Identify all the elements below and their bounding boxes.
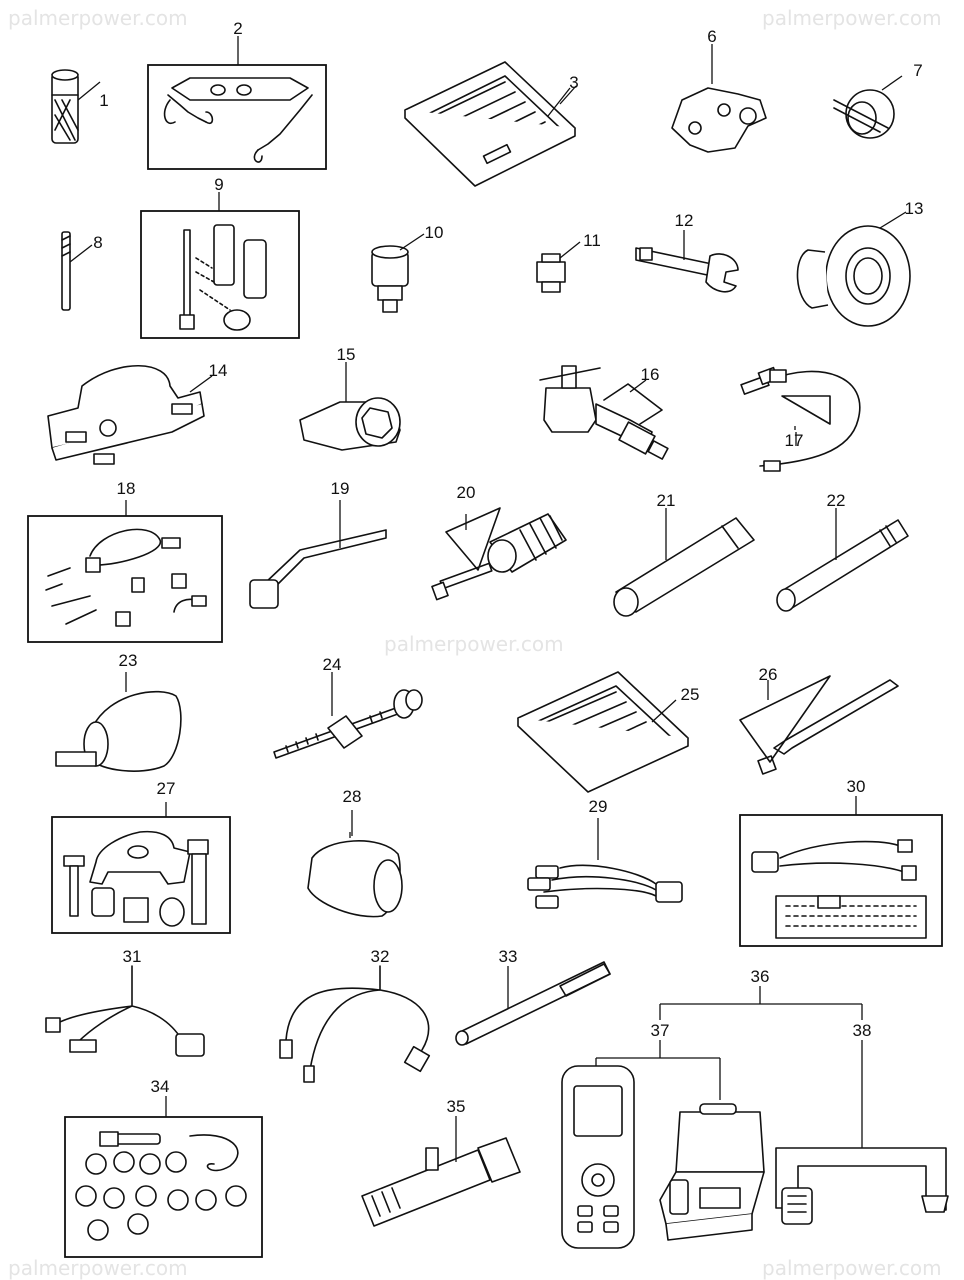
label-8: 8 bbox=[93, 233, 103, 252]
box-2 bbox=[147, 64, 327, 170]
label-24: 24 bbox=[322, 655, 342, 674]
tool-18 bbox=[45, 528, 207, 627]
label-28: 28 bbox=[342, 787, 362, 806]
tool-8 bbox=[61, 231, 93, 311]
watermark-bottom-left: palmerpower.com bbox=[8, 1256, 188, 1280]
tool-30 bbox=[751, 796, 927, 939]
tool-9 bbox=[179, 192, 267, 331]
tool-34 bbox=[75, 1131, 247, 1241]
tool-3 bbox=[404, 61, 576, 187]
tool-21 bbox=[613, 508, 755, 617]
label-32: 32 bbox=[370, 947, 390, 966]
box-18 bbox=[27, 515, 223, 643]
lead-3 bbox=[559, 85, 577, 105]
label-31: 31 bbox=[122, 947, 142, 966]
label-11: 11 bbox=[583, 231, 601, 250]
label-23: 23 bbox=[118, 651, 138, 670]
label-34: 34 bbox=[150, 1077, 170, 1096]
label-12: 12 bbox=[674, 211, 694, 230]
tool-1 bbox=[51, 69, 101, 144]
tool-29 bbox=[527, 818, 683, 909]
tool-28 bbox=[307, 810, 403, 918]
label-10: 10 bbox=[424, 223, 444, 242]
watermark-bottom-right: palmerpower.com bbox=[762, 1256, 942, 1280]
label-29: 29 bbox=[588, 797, 608, 816]
tool-37-case bbox=[659, 1103, 765, 1241]
tool-16 bbox=[539, 365, 669, 460]
label-1: 1 bbox=[99, 91, 109, 110]
tool-31 bbox=[45, 965, 205, 1057]
tool-19 bbox=[249, 500, 387, 609]
tool-23 bbox=[55, 672, 182, 772]
tool-32 bbox=[279, 965, 431, 1083]
tool-17 bbox=[740, 366, 861, 472]
label-14: 14 bbox=[208, 361, 228, 380]
tool-11 bbox=[536, 241, 581, 293]
box-27 bbox=[51, 816, 231, 934]
label-3: 3 bbox=[569, 73, 579, 92]
label-17: 17 bbox=[784, 431, 804, 450]
label-21: 21 bbox=[656, 491, 676, 510]
watermark-top-left: palmerpower.com bbox=[8, 6, 188, 30]
tool-24 bbox=[273, 672, 423, 759]
label-16: 16 bbox=[640, 365, 660, 384]
label-2: 2 bbox=[233, 19, 243, 38]
box-34 bbox=[64, 1116, 263, 1258]
tool-38 bbox=[775, 1147, 949, 1225]
tool-6 bbox=[671, 44, 767, 153]
label-35: 35 bbox=[446, 1097, 466, 1116]
label-7: 7 bbox=[913, 61, 923, 80]
tool-37-handset bbox=[561, 1065, 635, 1249]
tool-13 bbox=[796, 211, 911, 327]
tool-33 bbox=[455, 961, 611, 1046]
tool-2 bbox=[163, 36, 313, 163]
tool-10 bbox=[371, 233, 425, 313]
tool-12 bbox=[635, 230, 739, 293]
adaptor-row-1 bbox=[85, 1151, 187, 1175]
label-19: 19 bbox=[330, 479, 350, 498]
label-33: 33 bbox=[498, 947, 518, 966]
kit-tree-lines bbox=[595, 986, 863, 1150]
label-27: 27 bbox=[156, 779, 176, 798]
tool-26 bbox=[739, 675, 899, 775]
adaptor-row-2 bbox=[75, 1185, 247, 1211]
box-30 bbox=[739, 814, 943, 947]
tool-27 bbox=[63, 802, 209, 927]
label-9: 9 bbox=[214, 175, 224, 194]
label-13: 13 bbox=[904, 199, 924, 218]
label-37: 37 bbox=[650, 1021, 670, 1040]
label-25: 25 bbox=[680, 685, 700, 704]
watermark-center: palmerpower.com bbox=[384, 632, 564, 656]
box-9 bbox=[140, 210, 300, 339]
label-18: 18 bbox=[116, 479, 136, 498]
label-26: 26 bbox=[758, 665, 778, 684]
tool-22 bbox=[776, 508, 909, 612]
label-22: 22 bbox=[826, 491, 846, 510]
tool-7 bbox=[833, 75, 903, 139]
label-38: 38 bbox=[852, 1021, 872, 1040]
tool-14 bbox=[47, 364, 213, 465]
watermark-top-right: palmerpower.com bbox=[762, 6, 942, 30]
label-30: 30 bbox=[846, 777, 866, 796]
label-36: 36 bbox=[750, 967, 770, 986]
tool-20 bbox=[431, 507, 567, 601]
tool-25 bbox=[517, 671, 689, 793]
label-15: 15 bbox=[336, 345, 356, 364]
tool-15 bbox=[299, 362, 401, 451]
label-20: 20 bbox=[456, 483, 476, 502]
label-6: 6 bbox=[707, 27, 717, 46]
tool-35 bbox=[361, 1116, 521, 1227]
